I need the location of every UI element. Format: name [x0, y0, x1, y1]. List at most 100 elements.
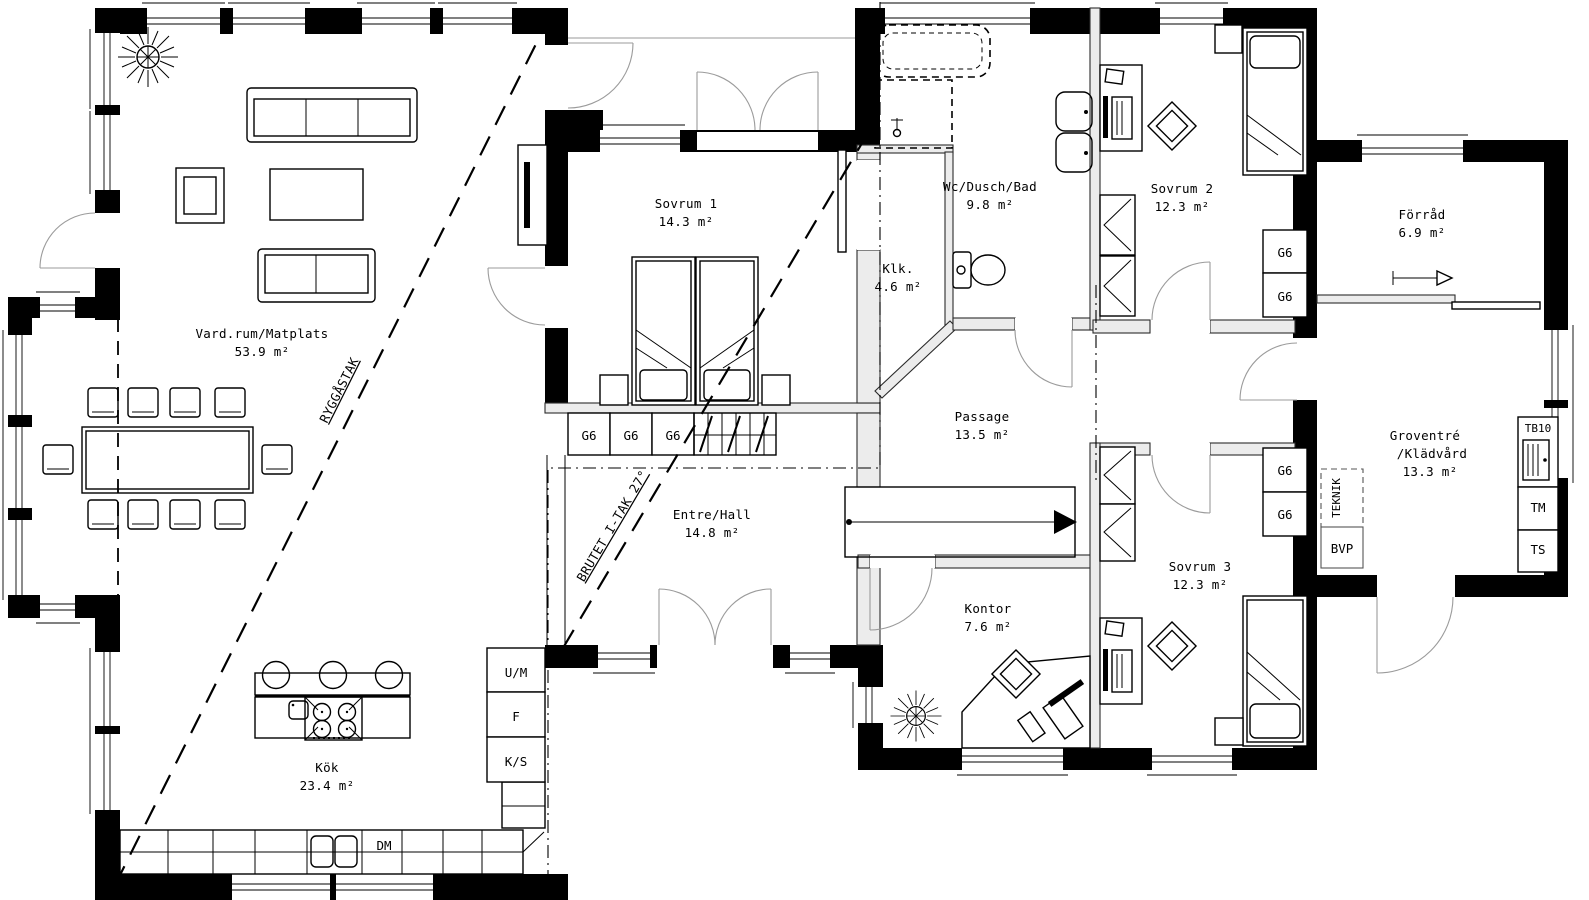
wardrobe-g6 — [1262, 272, 1308, 318]
label-sovrum1-name: Sovrum 1 — [655, 196, 718, 211]
wall-bath-south-a — [952, 317, 1016, 331]
bathtub — [874, 24, 991, 78]
kitchen-island — [254, 660, 411, 741]
wardrobe-g6 — [651, 412, 695, 456]
bar-stool — [318, 660, 348, 690]
coffee-table — [269, 168, 364, 221]
door-forrad-sliding — [1392, 269, 1541, 310]
label-teknik: TEKNIK — [1330, 478, 1343, 518]
wall-forrad-divider — [1316, 294, 1456, 304]
computer — [1016, 679, 1085, 743]
tall-cabinet — [1099, 446, 1136, 505]
island-body — [254, 696, 411, 739]
label-g6: G6 — [1277, 507, 1292, 522]
office-chair — [990, 648, 1042, 700]
desk — [1099, 617, 1143, 705]
wall-bottom-center — [858, 748, 1317, 770]
window — [595, 124, 685, 152]
label-entre-name: Entre/Hall — [673, 507, 751, 522]
window — [357, 2, 435, 34]
label-klk-name: Klk. — [882, 261, 913, 276]
double-bed — [631, 256, 759, 406]
ceiling-light-icon — [889, 689, 943, 743]
label-forrad-name: Förråd — [1399, 207, 1446, 222]
wall-sovrum1-east-b — [856, 249, 881, 404]
window — [1147, 748, 1237, 776]
furniture-sovrum3 — [1099, 446, 1308, 747]
single-bed — [1242, 27, 1308, 176]
wardrobe-g6 — [1262, 491, 1308, 537]
label-groventre-area: 13.3 m² — [1403, 464, 1458, 479]
window — [89, 111, 120, 194]
window — [336, 874, 433, 900]
shower-faucet — [891, 118, 903, 138]
window — [89, 29, 120, 109]
door-klk-sliding — [837, 149, 880, 253]
washbasin — [1055, 132, 1093, 173]
tb10-cabinet — [1517, 416, 1559, 488]
door-living-northeast — [545, 42, 634, 110]
desk-chair — [1146, 100, 1198, 152]
label-ks: K/S — [505, 754, 528, 769]
window — [852, 682, 883, 728]
door-sovrum1-entry — [487, 266, 568, 328]
wall-sovrum3-west — [1089, 442, 1101, 749]
wardrobe-g6 — [1262, 229, 1308, 274]
wall-hall-east-b — [856, 556, 881, 646]
tall-cabinet — [1099, 503, 1136, 562]
window — [785, 645, 835, 674]
toilet — [952, 251, 1006, 289]
window — [142, 2, 225, 34]
bedside-table — [599, 374, 629, 406]
door-groventre-exterior — [1376, 575, 1455, 674]
wardrobe-g6 — [1262, 447, 1308, 493]
window — [593, 645, 655, 674]
label-passage-name: Passage — [955, 409, 1010, 424]
label-sovrum3-area: 12.3 m² — [1173, 577, 1228, 592]
furniture-living-room — [42, 26, 548, 530]
label-klk-area: 4.6 m² — [875, 279, 922, 294]
label-brutet-tak: BRUTET I-TAK 27° — [573, 467, 650, 584]
annotations — [114, 2, 1097, 898]
tall-cabinet — [1099, 255, 1136, 317]
corner-desk — [961, 655, 1091, 749]
label-um: U/M — [505, 665, 528, 680]
wall-bottom-kitchen — [95, 874, 568, 900]
label-forrad-area: 6.9 m² — [1399, 225, 1446, 240]
window — [8, 427, 32, 508]
furniture-hall — [567, 412, 777, 456]
tv-bench — [517, 144, 548, 246]
appliance-column — [486, 647, 546, 783]
window — [957, 748, 1068, 776]
door-sovrum3 — [1151, 443, 1211, 514]
label-g6: G6 — [1277, 245, 1292, 260]
window — [880, 2, 1035, 34]
window — [228, 2, 310, 34]
label-g6: G6 — [1277, 463, 1292, 478]
label-kontor-area: 7.6 m² — [965, 619, 1012, 634]
bedside-table — [1214, 24, 1243, 54]
island-sink — [288, 700, 309, 720]
door-living-west — [39, 212, 120, 269]
window — [1544, 330, 1568, 400]
label-g6: G6 — [1277, 289, 1292, 304]
label-badrum-area: 9.8 m² — [967, 197, 1014, 212]
furniture-groventre — [1320, 416, 1559, 573]
interior-walls — [544, 7, 1456, 749]
window — [89, 648, 120, 814]
label-ryggastak: RYGGÅSTAK — [316, 355, 361, 426]
window — [36, 595, 80, 624]
bvp-unit — [1320, 526, 1364, 569]
label-groventre-name1: Groventré — [1390, 428, 1460, 443]
desk-chair — [1146, 620, 1198, 672]
label-g6: G6 — [623, 428, 638, 443]
furniture-bathroom — [874, 24, 1093, 289]
label-g6: G6 — [665, 428, 680, 443]
label-sovrum3-name: Sovrum 3 — [1169, 559, 1232, 574]
wall-shower-klk — [856, 144, 954, 154]
door-entre-double — [657, 588, 773, 668]
label-sovrum2-name: Sovrum 2 — [1151, 181, 1214, 196]
